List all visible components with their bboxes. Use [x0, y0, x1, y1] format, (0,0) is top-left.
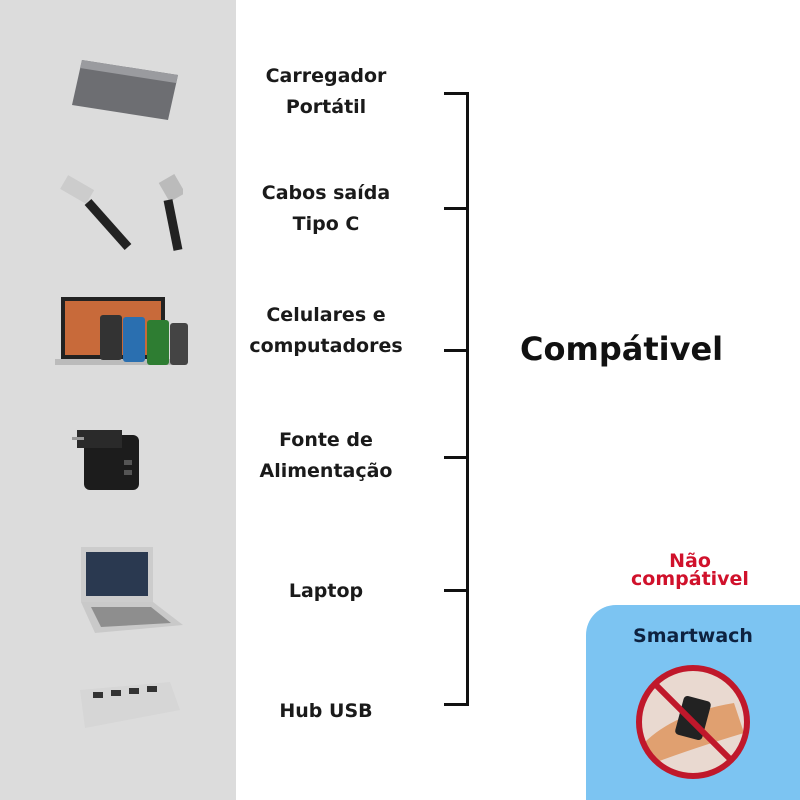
- devices-icon: [55, 297, 188, 365]
- bracket-tick: [444, 456, 468, 459]
- bracket-tick: [444, 349, 468, 352]
- power-bank-icon: [72, 60, 178, 120]
- device-images-panel: [0, 0, 236, 800]
- usb-hub-icon: [80, 682, 180, 728]
- bracket-tick: [444, 589, 468, 592]
- laptop-icon: [81, 547, 183, 633]
- charger-icon: [72, 430, 139, 490]
- item-laptop-label: Laptop: [288, 580, 364, 602]
- usb-cable-icon: [60, 173, 183, 251]
- bracket-tick: [444, 92, 468, 95]
- bracket-tick: [444, 703, 468, 706]
- compatible-label: Compátivel: [520, 330, 724, 368]
- prohibited-smartwatch-icon: [636, 665, 750, 779]
- not-compatible-box: Smartwach: [586, 605, 800, 800]
- smartwatch-label: Smartwach: [633, 625, 753, 647]
- bracket-line: [466, 92, 469, 706]
- item-usb-hub-label: Hub USB: [279, 700, 373, 722]
- bracket-tick: [444, 207, 468, 210]
